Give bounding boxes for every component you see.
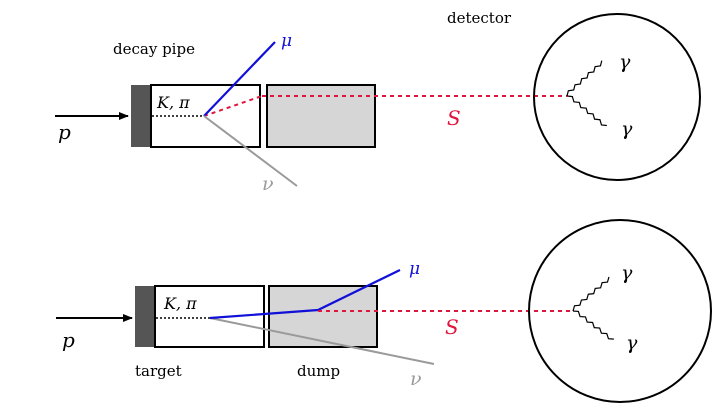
proton-label: p [58,120,71,144]
photon-wavy-line [566,95,607,127]
photon-label: γ [621,118,633,140]
decay-pipe-box [154,285,265,348]
dump-label: dump [297,362,340,380]
bottom-setup: p K, π ν μ S γ γ target dump [56,219,712,403]
decay-pipe-label: decay pipe [113,40,195,58]
detector-circle [528,219,712,403]
scalar-track-segment [203,95,263,117]
target-label: target [135,362,182,380]
detector-label: detector [447,9,512,27]
neutrino-label: ν [262,173,274,195]
detector-circle [533,13,701,181]
neutrino-track [203,115,298,187]
photon-wavy-line [572,310,614,340]
photon-label: γ [621,262,633,284]
neutrino-label: ν [410,368,422,390]
photon-label: γ [619,51,631,73]
target-block [135,286,155,347]
photon-label: γ [626,332,638,354]
scalar-label: S [447,106,461,130]
photon-wavy-line [572,276,610,312]
photon-wavy-line [566,60,603,97]
top-setup: decay pipe p K, π S μ ν γ γ [55,13,701,195]
muon-label: μ [409,259,420,279]
proton-label: p [62,328,75,352]
muon-label: μ [281,31,292,51]
meson-label: K, π [156,93,190,112]
neutrino-track [209,317,435,365]
target-block [131,85,151,147]
meson-label: K, π [163,294,197,313]
dump-block [268,285,378,348]
dump-block [266,84,376,148]
scalar-label: S [445,315,459,339]
muon-track [203,41,276,117]
